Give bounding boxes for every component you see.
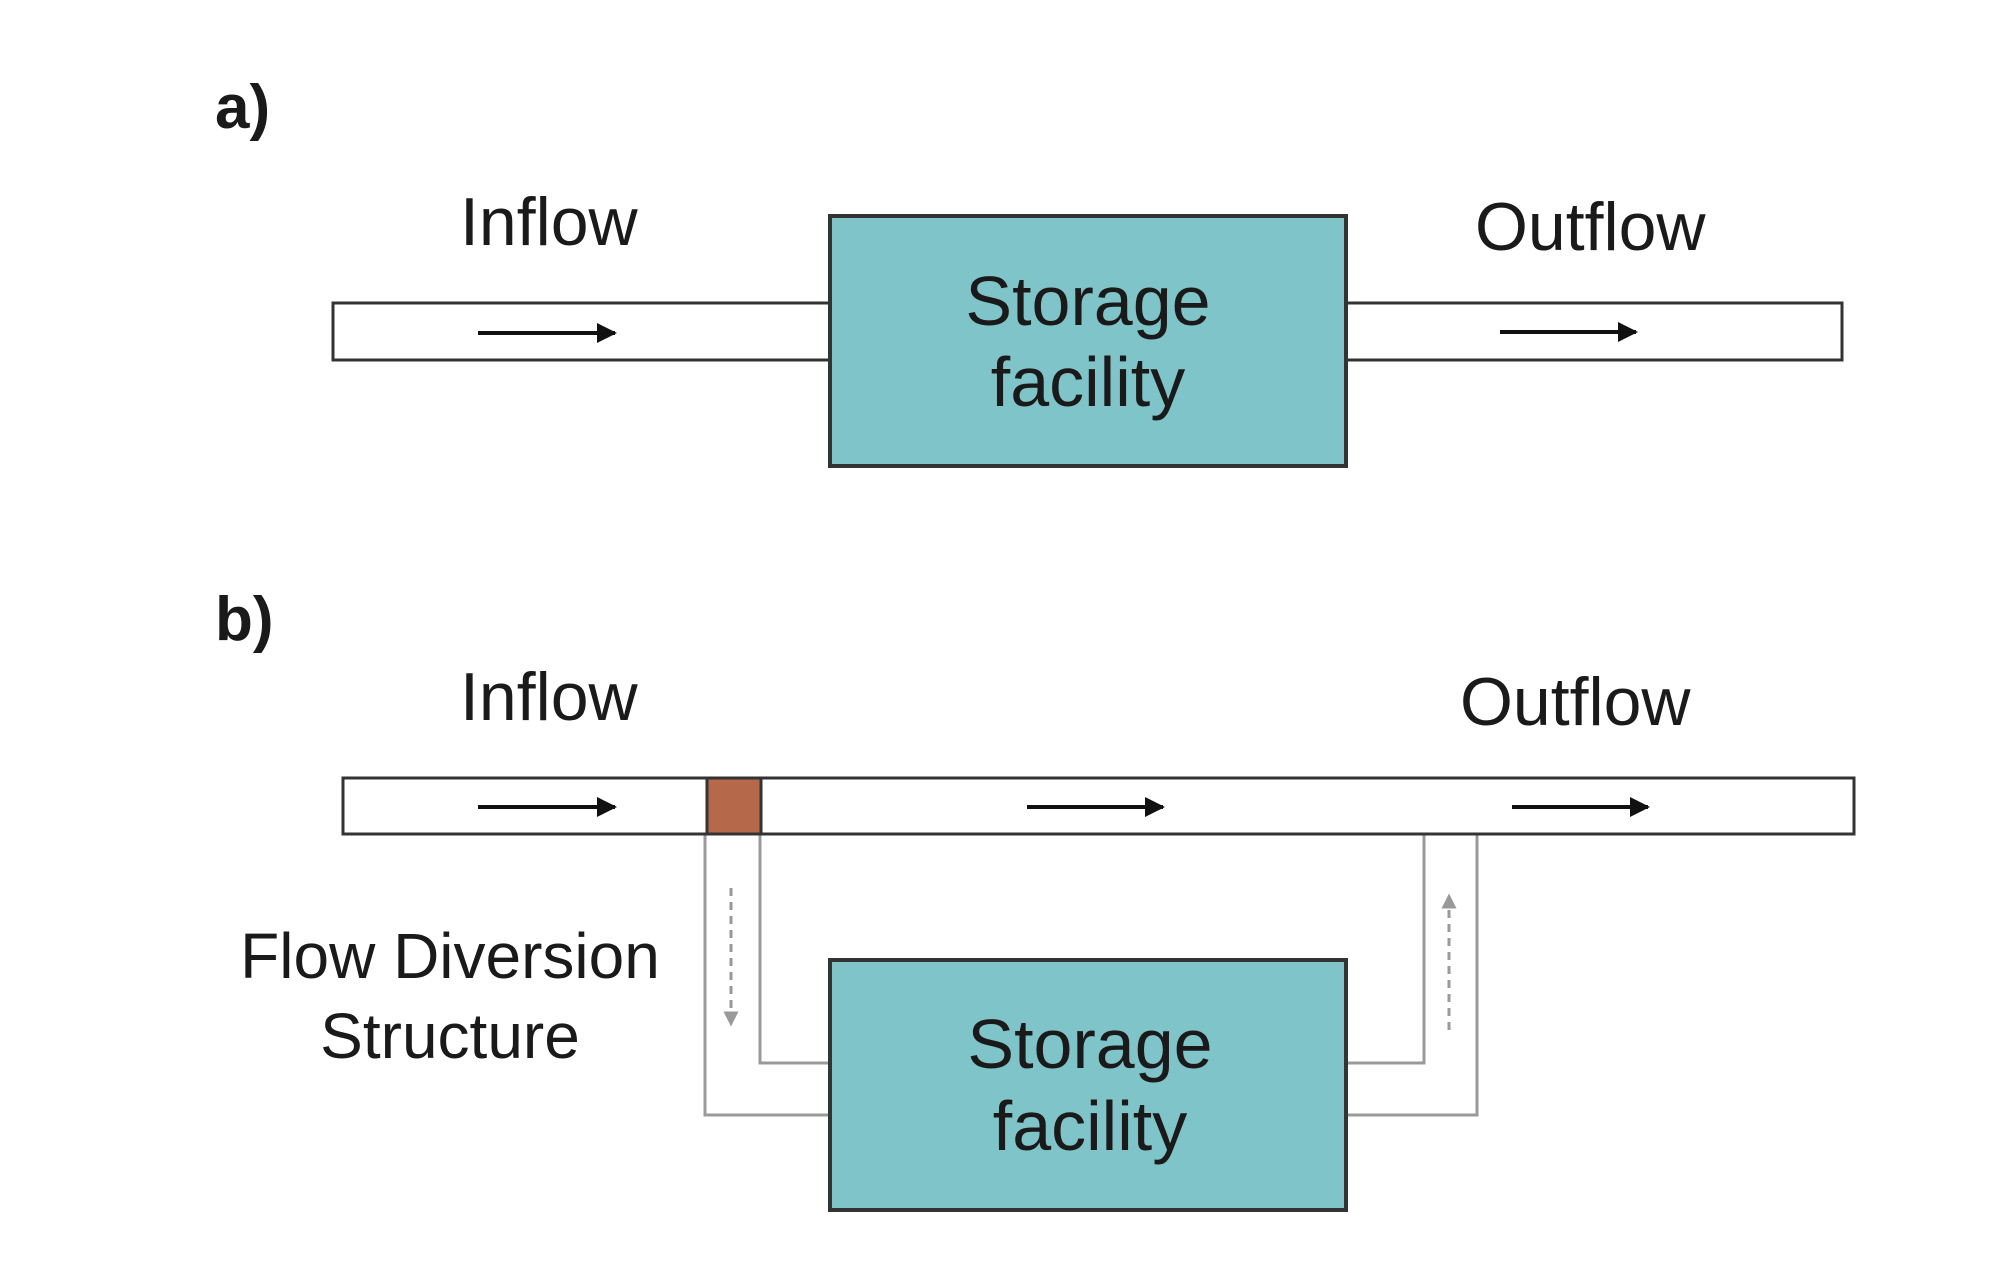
flow-diversion-structure xyxy=(705,776,763,836)
panel-b-outflow-label: Outflow xyxy=(1460,664,1691,740)
panel-b-bypass-channels xyxy=(703,834,1479,1117)
panel-b-label: b) xyxy=(215,585,274,654)
panel-b: b) Inflow Outflow Flow Diversion Structu… xyxy=(215,585,1856,1212)
panel-a-storage-box xyxy=(828,214,1348,468)
panel-a: a) Inflow Outflow Storage facility xyxy=(215,73,1844,468)
diversion-channel-inner xyxy=(758,834,830,1065)
panel-b-storage-line2: facility xyxy=(993,1087,1187,1165)
panel-a-storage-line1: Storage xyxy=(965,262,1210,340)
panel-a-label: a) xyxy=(215,73,270,142)
diversion-label-line2: Structure xyxy=(320,1000,580,1072)
panel-a-outflow-label: Outflow xyxy=(1475,189,1706,265)
return-channel-outer xyxy=(1346,834,1479,1117)
diversion-label-line1: Flow Diversion xyxy=(240,920,660,992)
panel-b-storage-line1: Storage xyxy=(967,1005,1212,1083)
panel-b-storage-box xyxy=(828,958,1348,1212)
panel-b-inflow-label: Inflow xyxy=(460,659,639,735)
return-channel-inner xyxy=(1346,834,1426,1065)
diversion-channel-outer xyxy=(703,834,830,1117)
panel-a-storage-line2: facility xyxy=(991,343,1185,421)
panel-a-inflow-label: Inflow xyxy=(460,184,639,260)
